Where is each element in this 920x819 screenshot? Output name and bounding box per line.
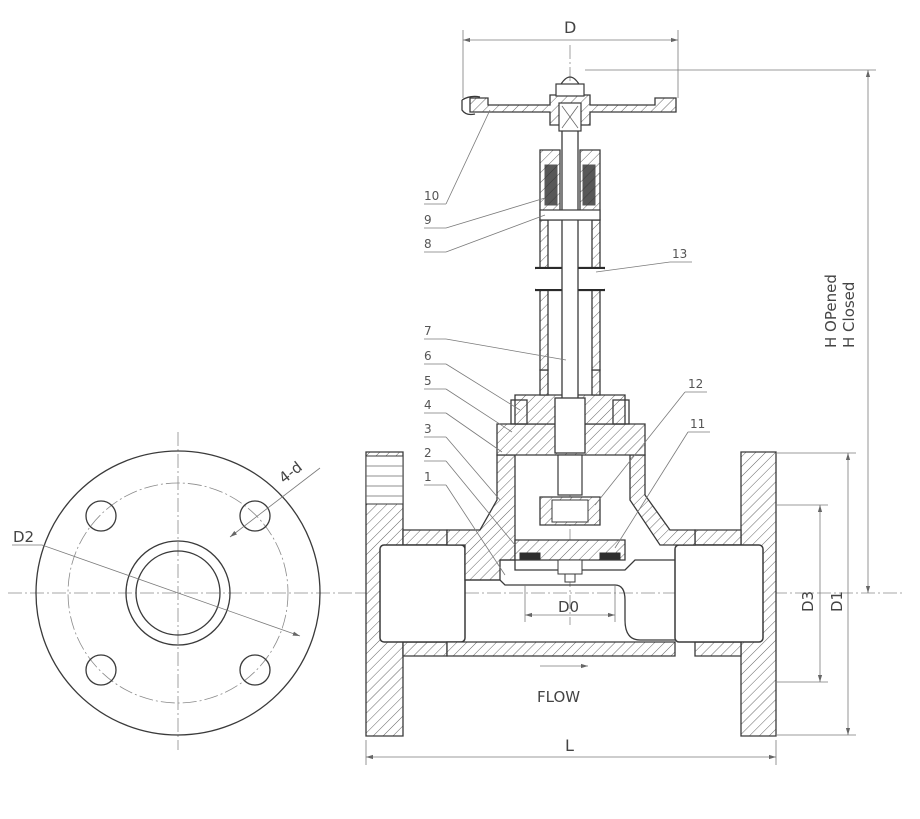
part-label-2: 2 <box>424 446 432 460</box>
stem-nut <box>554 397 586 454</box>
flange-outer-circle <box>35 450 321 736</box>
dim-label-h-opened: H OPened <box>822 274 840 348</box>
bore-inner <box>135 550 221 636</box>
part-label-1: 1 <box>424 470 432 484</box>
bolt-circle <box>67 482 289 704</box>
dim-label-d2: D2 <box>13 528 34 546</box>
part-label-3: 3 <box>424 422 432 436</box>
extension-tube-right <box>591 219 601 371</box>
flow-label: FLOW <box>537 688 580 706</box>
part-label-13: 13 <box>672 247 687 261</box>
part-label-10: 10 <box>424 189 439 203</box>
dim-label-d3: D3 <box>799 591 817 612</box>
extension-tube-left <box>539 219 549 371</box>
dim-label-d: D <box>564 18 576 37</box>
flange-end-view: D2 4-d <box>8 432 355 750</box>
dim-label-d0: D0 <box>558 598 579 616</box>
right-pipe <box>674 544 764 643</box>
part-label-7: 7 <box>424 324 432 338</box>
bolt-hole <box>239 500 271 532</box>
part-label-12: 12 <box>688 377 703 391</box>
body-wall-right <box>629 454 696 546</box>
part-label-5: 5 <box>424 374 432 388</box>
part-label-11: 11 <box>690 417 705 431</box>
stem <box>561 109 579 401</box>
bolt-hole <box>85 500 117 532</box>
part-label-6: 6 <box>424 349 432 363</box>
handwheel-nut <box>555 83 585 97</box>
part-label-8: 8 <box>424 237 432 251</box>
bolt-hole <box>239 654 271 686</box>
bolt-hole <box>85 654 117 686</box>
valve-section-view: D L D0 FLOW D3 D1 H OPened H Closed 1 <box>355 18 905 765</box>
part-label-9: 9 <box>424 213 432 227</box>
part-label-4: 4 <box>424 398 432 412</box>
part-callouts: 10 9 8 13 7 6 5 4 3 2 1 12 11 <box>424 109 710 576</box>
disc <box>514 539 626 561</box>
body-bottom <box>446 641 676 657</box>
dim-label-d1: D1 <box>828 591 846 612</box>
bore-outer <box>125 540 231 646</box>
dim-label-l: L <box>565 736 574 755</box>
dim-label-h-closed: H Closed <box>840 282 858 348</box>
left-pipe <box>379 544 466 643</box>
